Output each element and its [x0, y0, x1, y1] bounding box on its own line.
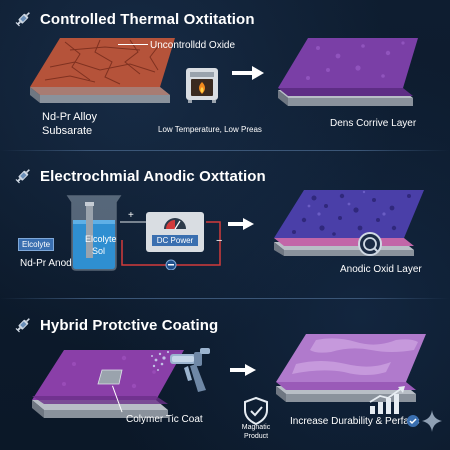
process-arrow [228, 218, 254, 230]
section-title-row: Electrochmial Anodic Oxttation [14, 167, 266, 185]
pointer-line [118, 44, 148, 45]
anode-label: Nd-Pr Anod [20, 258, 72, 269]
section-title: Hybrid Protctive Coating [40, 316, 219, 334]
furnace-label: Low Temperature, Low Preas [158, 125, 262, 134]
syringe-icon [14, 167, 32, 185]
sparkle-icon [422, 410, 442, 432]
oxidized-substrate [20, 32, 180, 122]
check-badge-icon [406, 414, 420, 428]
coating-label: Colymer Tic Coat [126, 414, 203, 425]
coated-substrate [24, 344, 194, 424]
hybrid-coated-substrate [266, 328, 436, 408]
plus-sign: + [128, 210, 134, 221]
dc-power-supply: DC Power [146, 212, 204, 252]
section-title-row: Hybrid Protctive Coating [14, 316, 218, 334]
dense-layer-substrate [268, 28, 428, 118]
substrate-label-line1: Nd-Pr Alloy [42, 111, 98, 123]
process-arrow [232, 66, 264, 80]
furnace-icon [184, 66, 220, 104]
anodic-layer-substrate [264, 184, 434, 264]
product-label-line2: Product [243, 433, 269, 440]
section-title: Electrochmial Anodic Oxttation [40, 167, 266, 185]
minus-sign: − [216, 235, 223, 247]
divider [0, 150, 450, 151]
spray-gun-icon [150, 338, 220, 398]
section-hybrid-coating: Hybrid Protctive Coating Colymer Tic Coa… [0, 298, 450, 450]
section-anodic-oxidation: Electrochmial Anodic Oxttation Elcolyte … [0, 150, 450, 296]
dc-power-label: DC Power [152, 235, 198, 246]
process-arrow [230, 364, 256, 376]
section-thermal-oxidation: Controlled Thermal Oxtitation Uncontroll… [0, 0, 450, 148]
circuit-wires [120, 200, 230, 270]
product-label-line1: Magnatic [241, 424, 271, 431]
substrate-label-line2: Subsarate [42, 125, 93, 137]
divider [0, 298, 450, 299]
syringe-icon [14, 10, 32, 28]
beaker [62, 192, 126, 272]
section-title: Controlled Thermal Oxtitation [40, 10, 255, 28]
magnifier-icon [356, 230, 388, 262]
syringe-icon [14, 316, 32, 334]
result-label: Dens Corrive Layer [330, 118, 417, 129]
beaker-label-line2: Sol [92, 246, 106, 256]
shield-icon [242, 396, 270, 426]
growth-chart-icon [368, 386, 408, 416]
section-title-row: Controlled Thermal Oxtitation [14, 10, 255, 28]
gauge-icon [162, 214, 188, 230]
result-label: Increase Durability & Perfanc [290, 416, 420, 427]
beaker-label-line1: Elcolyte [85, 234, 117, 244]
oxide-label: Uncontrolldd Oxide [150, 40, 236, 51]
electrolyte-tag: Elcolyte [18, 238, 55, 251]
result-label: Anodic Oxid Layer [340, 264, 422, 275]
